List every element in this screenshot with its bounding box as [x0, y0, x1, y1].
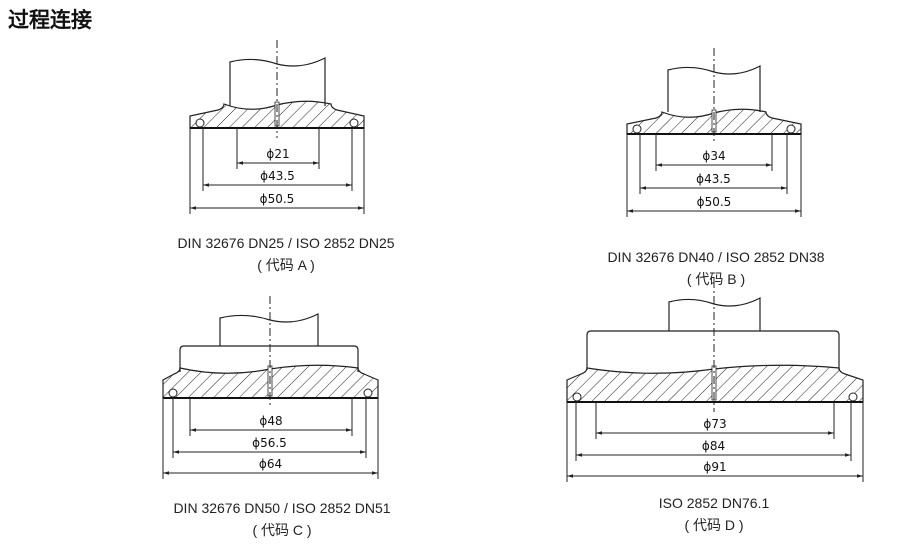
caption-d: ISO 2852 DN76.1 ( 代码 D ): [554, 492, 874, 536]
seal-groove-left: [195, 118, 205, 128]
dimension-label: ϕ43.5: [260, 169, 295, 183]
caption-b-code: ( 代码 B ): [686, 271, 746, 287]
clamp-body: [179, 345, 359, 372]
dimension-label: ϕ84: [702, 439, 725, 453]
caption-a: DIN 32676 DN25 / ISO 2852 DN25 ( 代码 A ): [126, 232, 446, 276]
dimension-label: ϕ50.5: [697, 195, 732, 209]
caption-c: DIN 32676 DN50 / ISO 2852 DN51 ( 代码 C ): [122, 497, 442, 541]
drawing-c: ϕ48 ϕ56.5 ϕ64: [162, 296, 379, 479]
seal-groove-right: [786, 124, 796, 134]
dimension-label: ϕ34: [702, 149, 725, 163]
pipe-stem: [229, 57, 326, 106]
pipe-stem: [219, 313, 319, 346]
seal-groove-right: [363, 388, 373, 398]
seal-groove-left: [168, 388, 178, 398]
caption-d-code: ( 代码 D ): [684, 517, 744, 533]
caption-a-code: ( 代码 A ): [257, 257, 315, 273]
dimension-label: ϕ21: [266, 147, 289, 161]
caption-b-standard: DIN 32676 DN40 / ISO 2852 DN38: [607, 249, 825, 265]
pipe-stem: [667, 65, 761, 112]
drawing-a: ϕ21 ϕ43.5 ϕ50.5: [189, 40, 365, 214]
seal-groove-left: [632, 124, 642, 134]
clamp-body: [586, 330, 840, 370]
seal-groove-left: [572, 392, 582, 402]
dimension-label: ϕ48: [259, 414, 282, 428]
section-title: 过程连接: [8, 8, 92, 32]
dimension-label: ϕ43.5: [696, 172, 731, 186]
caption-c-code: ( 代码 C ): [252, 522, 312, 538]
dimension-label: ϕ56.5: [252, 436, 287, 450]
drawing-b: ϕ34 ϕ43.5 ϕ50.5: [626, 48, 802, 217]
seal-groove-right: [848, 392, 858, 402]
dimension-label: ϕ64: [259, 457, 282, 471]
dimension-label: ϕ73: [703, 417, 726, 431]
caption-a-standard: DIN 32676 DN25 / ISO 2852 DN25: [177, 235, 395, 251]
seal-groove-right: [349, 118, 359, 128]
caption-c-standard: DIN 32676 DN50 / ISO 2852 DN51: [173, 500, 391, 516]
drawing-d: ϕ73 ϕ84 ϕ91: [566, 280, 864, 482]
dimension-label: ϕ91: [703, 460, 726, 474]
caption-b: DIN 32676 DN40 / ISO 2852 DN38 ( 代码 B ): [556, 246, 876, 290]
caption-d-standard: ISO 2852 DN76.1: [658, 495, 770, 511]
dimension-label: ϕ50.5: [260, 192, 295, 206]
